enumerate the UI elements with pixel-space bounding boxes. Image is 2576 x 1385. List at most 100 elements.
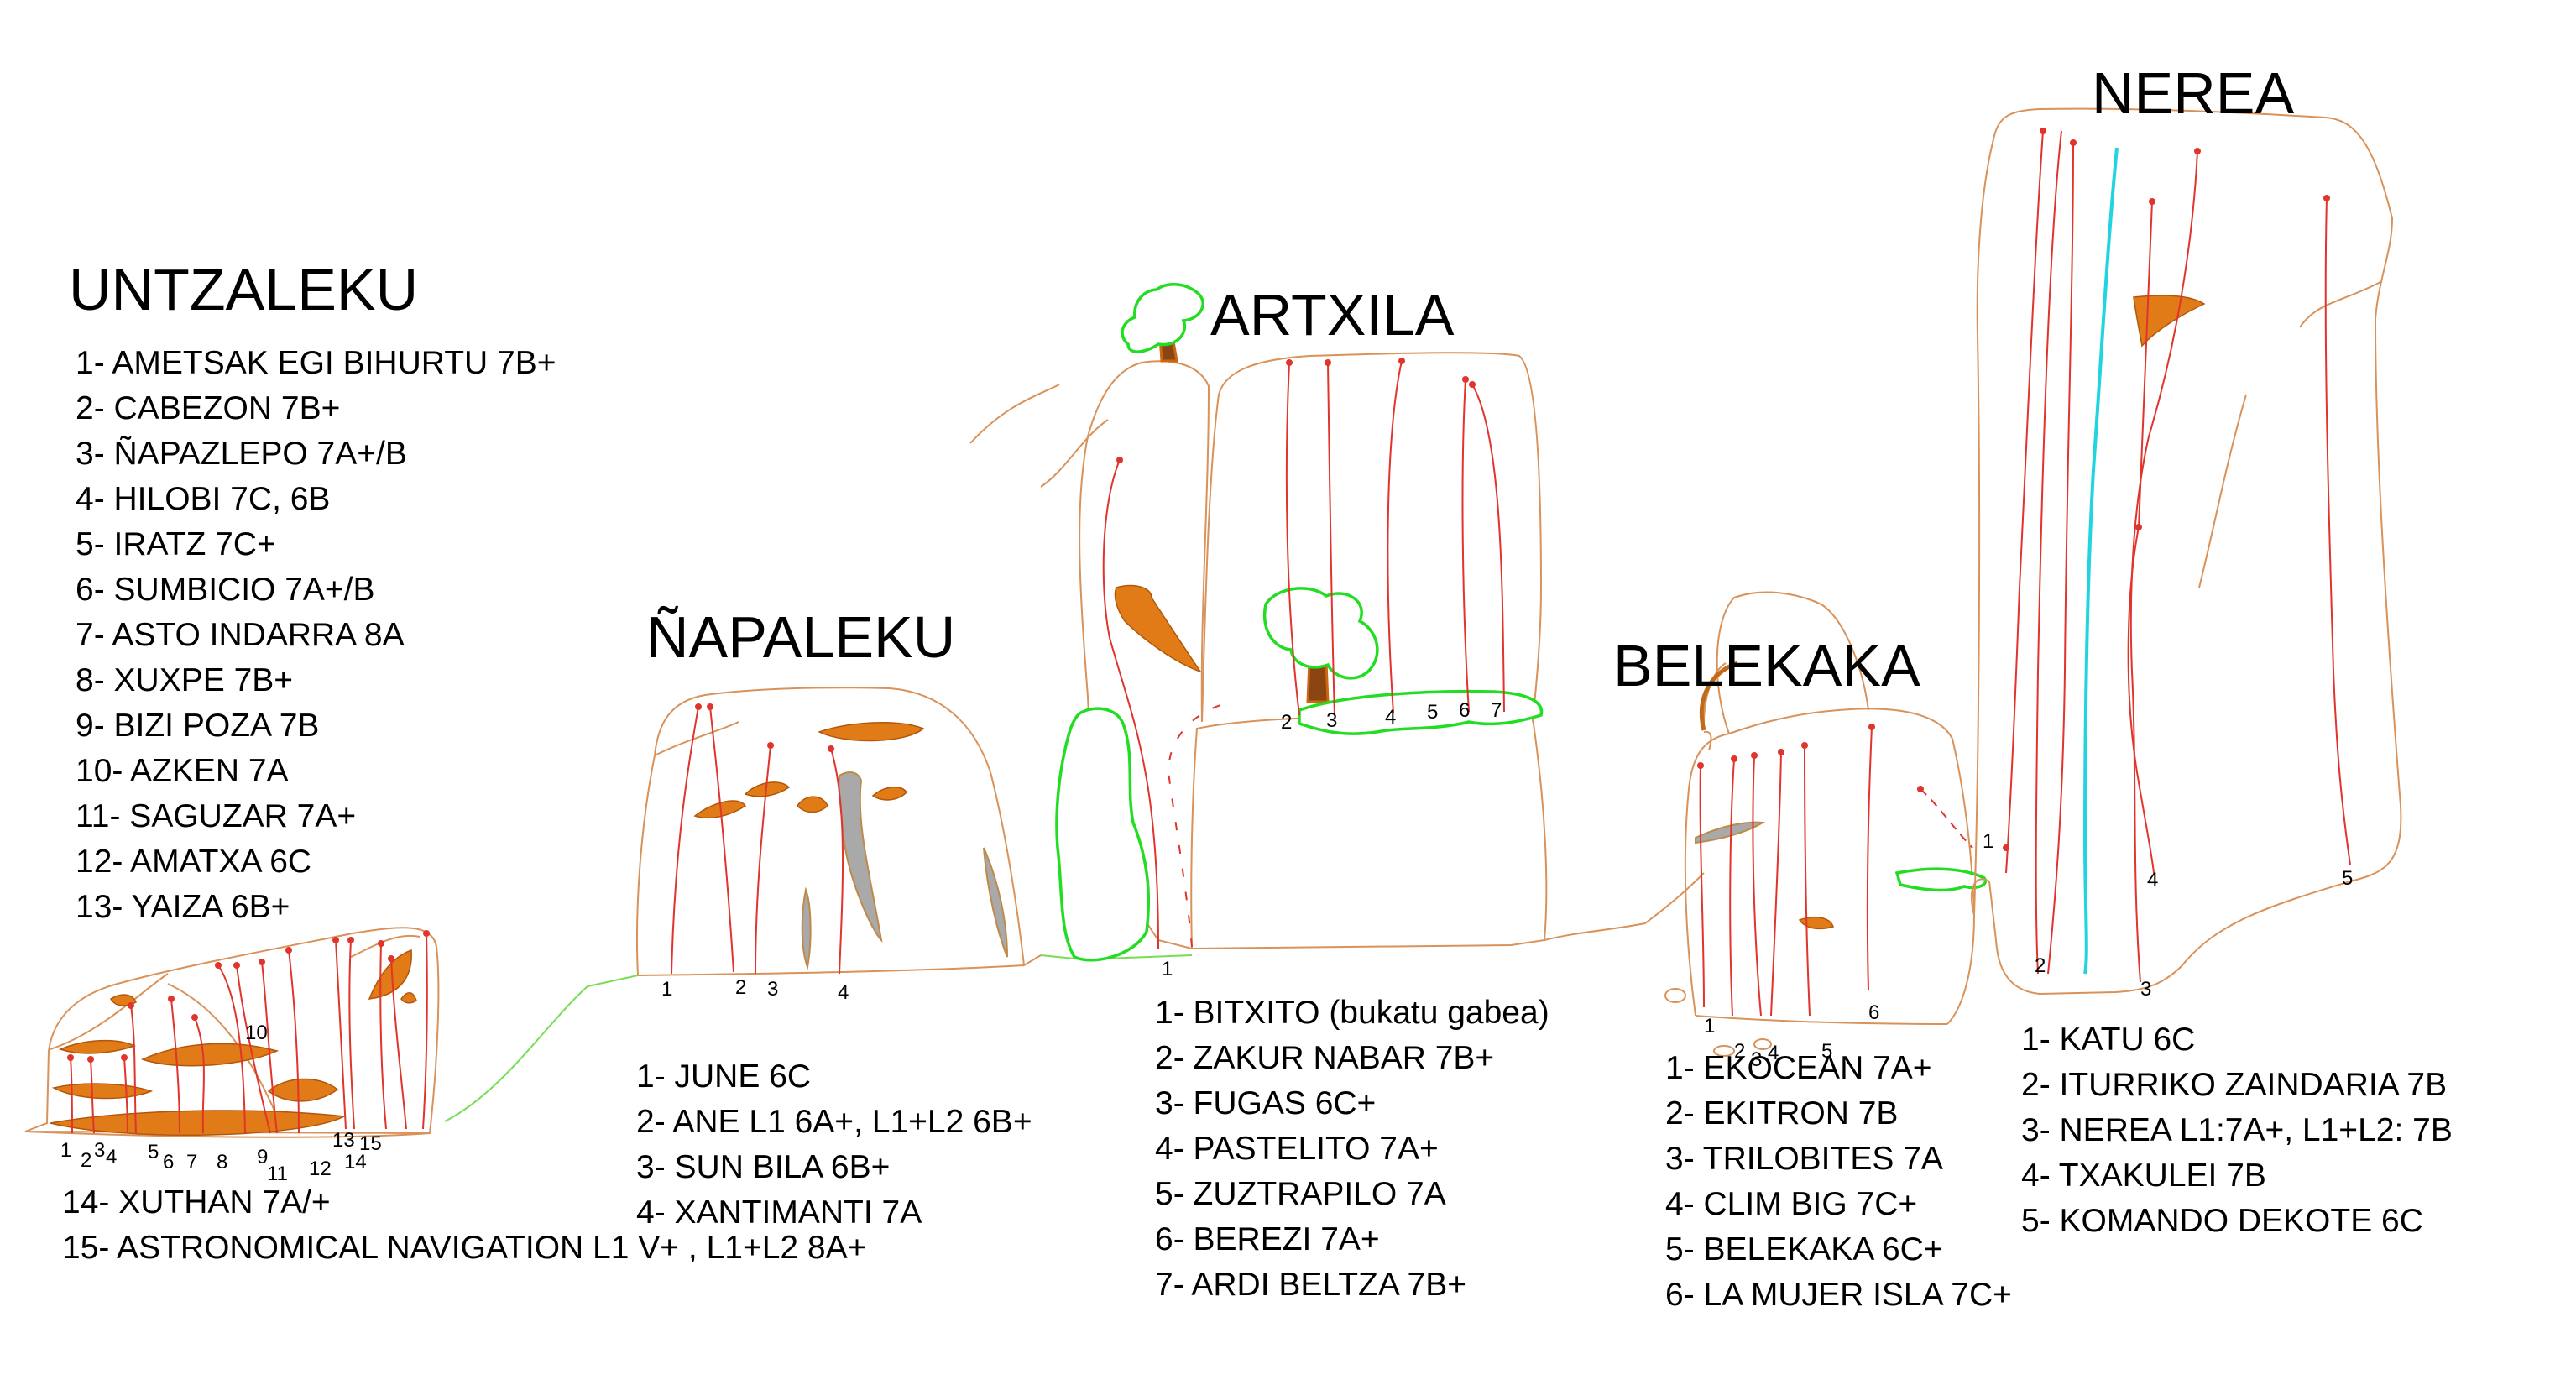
route-number: 14	[344, 1151, 367, 1173]
sector-title-untzaleku: UNTZALEKU	[69, 257, 419, 322]
route-entry: 1- AMETSAK EGI BIHURTU 7B+	[76, 345, 556, 381]
route-number: 4	[838, 981, 849, 1004]
route-number: 1	[1983, 830, 1993, 853]
vegetation-bush	[1055, 707, 1151, 962]
route-entry: 2- CABEZON 7B+	[76, 390, 341, 426]
route-entry: 3- FUGAS 6C+	[1155, 1085, 1377, 1121]
route-entry: 11- SAGUZAR 7A+	[76, 798, 357, 834]
route-entry: 8- XUXPE 7B+	[76, 662, 294, 698]
route-entry: 3- TRILOBITES 7A	[1665, 1141, 1943, 1177]
route-entry: 9- BIZI POZA 7B	[76, 708, 320, 744]
untzaleku-rock-outline	[24, 927, 440, 1135]
route-number: 10	[245, 1022, 268, 1044]
sector-title-belekaka: BELEKAKA	[1613, 633, 1920, 698]
route-entry: 1- KATU 6C	[2021, 1022, 2196, 1058]
route-entry: 1- EKOCEAN 7A+	[1665, 1050, 1932, 1086]
route-number: 15	[359, 1132, 382, 1155]
route-number: 3	[94, 1139, 105, 1162]
route-line	[1699, 765, 1705, 1008]
tree-icon	[1121, 283, 1204, 353]
route-line	[2005, 130, 2044, 874]
ledge	[818, 722, 925, 742]
route-entry: 4- PASTELITO 7A+	[1155, 1131, 1439, 1167]
rock-streak	[1695, 821, 1766, 844]
belekaka-rock-outline	[1684, 708, 1976, 1025]
sector-title-artxila: ARTXILA	[1210, 282, 1455, 348]
artxila-wall: 1 2 3 4 5 6 7	[969, 283, 1705, 980]
ledge	[1798, 916, 1834, 930]
route-entry: 5- BELEKAKA 6C+	[1665, 1231, 1943, 1267]
route-list-artxila: 1- BITXITO (bukatu gabea) 2- ZAKUR NABAR…	[1155, 990, 1549, 1308]
route-number: 3	[767, 978, 778, 1001]
route-number: 1	[661, 978, 672, 1001]
vegetation-ledge	[1894, 867, 1988, 892]
route-number: 12	[309, 1158, 332, 1180]
sector-title-nerea: NEREA	[2092, 60, 2295, 126]
route-entry: 3- NEREA L1:7A+, L1+L2: 7B	[2021, 1112, 2453, 1148]
route-number: 6	[1459, 699, 1470, 722]
route-number: 5	[2342, 867, 2353, 890]
tree-icon	[1262, 587, 1379, 680]
route-number: 4	[1385, 706, 1396, 729]
vegetation-ledge	[1298, 689, 1544, 735]
route-number: 11	[267, 1163, 288, 1185]
route-entry: 4- TXAKULEI 7B	[2021, 1158, 2266, 1194]
route-entry: 4- CLIM BIG 7C+	[1665, 1186, 1918, 1222]
route-entry: 6- BEREZI 7A+	[1155, 1221, 1380, 1257]
route-list-nerea: 1- KATU 6C 2- ITURRIKO ZAINDARIA 7B 3- N…	[2021, 1017, 2453, 1244]
ledge	[1114, 584, 1202, 673]
route-entry: 1- JUNE 6C	[636, 1058, 812, 1095]
route-number: 1	[1162, 958, 1173, 980]
route-entry: 5- IRATZ 7C+	[76, 526, 276, 562]
belekaka-wall: 1 2 3 4 5 6	[1664, 591, 1988, 1071]
route-entry: 7- ASTO INDARRA 8A	[76, 617, 405, 653]
route-entry: 15- ASTRONOMICAL NAVIGATION L1 V+ , L1+L…	[62, 1230, 867, 1266]
route-entry: 2- ANE L1 6A+, L1+L2 6B+	[636, 1104, 1032, 1140]
route-line	[671, 706, 699, 975]
route-number: 7	[1491, 699, 1502, 722]
nerea-wall: 1 2 3 4 5	[1970, 107, 2402, 1001]
route-entry: 6- LA MUJER ISLA 7C+	[1665, 1277, 2012, 1313]
ground-line	[444, 975, 639, 1122]
route-list-napaleku: 1- JUNE 6C 2- ANE L1 6A+, L1+L2 6B+ 3- S…	[636, 1054, 1032, 1236]
route-number: 3	[2140, 978, 2151, 1001]
route-number: 5	[148, 1141, 159, 1163]
napaleku-wall: 1 2 3 4	[635, 687, 1042, 1004]
route-number: 3	[1326, 709, 1337, 732]
route-entry: 5- ZUZTRAPILO 7A	[1155, 1176, 1446, 1212]
route-number: 9	[257, 1146, 268, 1168]
route-entry: 2- ITURRIKO ZAINDARIA 7B	[2021, 1067, 2448, 1103]
route-number: 2	[81, 1149, 91, 1172]
route-number: 1	[60, 1139, 71, 1162]
route-number: 13	[332, 1129, 355, 1152]
route-number: 2	[2035, 954, 2046, 977]
ledge	[2133, 295, 2206, 348]
route-list-untzaleku: 1- AMETSAK EGI BIHURTU 7B+ 2- CABEZON 7B…	[76, 341, 556, 930]
ledge	[58, 1039, 136, 1054]
napaleku-rock-outline	[635, 687, 1042, 976]
route-number: 5	[1427, 701, 1438, 724]
route-number: 3	[1751, 1048, 1762, 1071]
route-number: 4	[2147, 869, 2158, 891]
route-number: 4	[1768, 1042, 1779, 1064]
water-crack	[2082, 147, 2119, 975]
route-entry: 3- SUN BILA 6B+	[636, 1149, 891, 1185]
route-list-untzaleku-bottom: 14- XUTHAN 7A/+ 15- ASTRONOMICAL NAVIGAT…	[62, 1180, 866, 1271]
route-number: 7	[186, 1151, 197, 1173]
untzaleku-wall: 1 2 3 4 5 6 7 8 9 10 11 12 13 14 15	[24, 927, 440, 1185]
route-entry: 13- YAIZA 6B+	[76, 889, 290, 925]
route-number: 2	[735, 976, 746, 999]
route-list-belekaka: 1- EKOCEAN 7A+ 2- EKITRON 7B 3- TRILOBIT…	[1665, 1046, 2012, 1318]
route-entry: 7- ARDI BELTZA 7B+	[1155, 1267, 1467, 1303]
route-number: 8	[217, 1151, 227, 1173]
route-entry: 2- EKITRON 7B	[1665, 1095, 1899, 1132]
route-entry: 3- ÑAPAZLEPO 7A+/B	[76, 436, 407, 472]
route-number: 6	[163, 1151, 174, 1173]
route-entry: 2- ZAKUR NABAR 7B+	[1155, 1040, 1495, 1076]
artxila-rock-outline	[1079, 360, 1210, 723]
route-entry: 4- HILOBI 7C, 6B	[76, 481, 331, 517]
route-number: 2	[1281, 711, 1292, 734]
route-entry: 4- XANTIMANTI 7A	[636, 1194, 922, 1231]
route-entry: 5- KOMANDO DEKOTE 6C	[2021, 1203, 2423, 1239]
